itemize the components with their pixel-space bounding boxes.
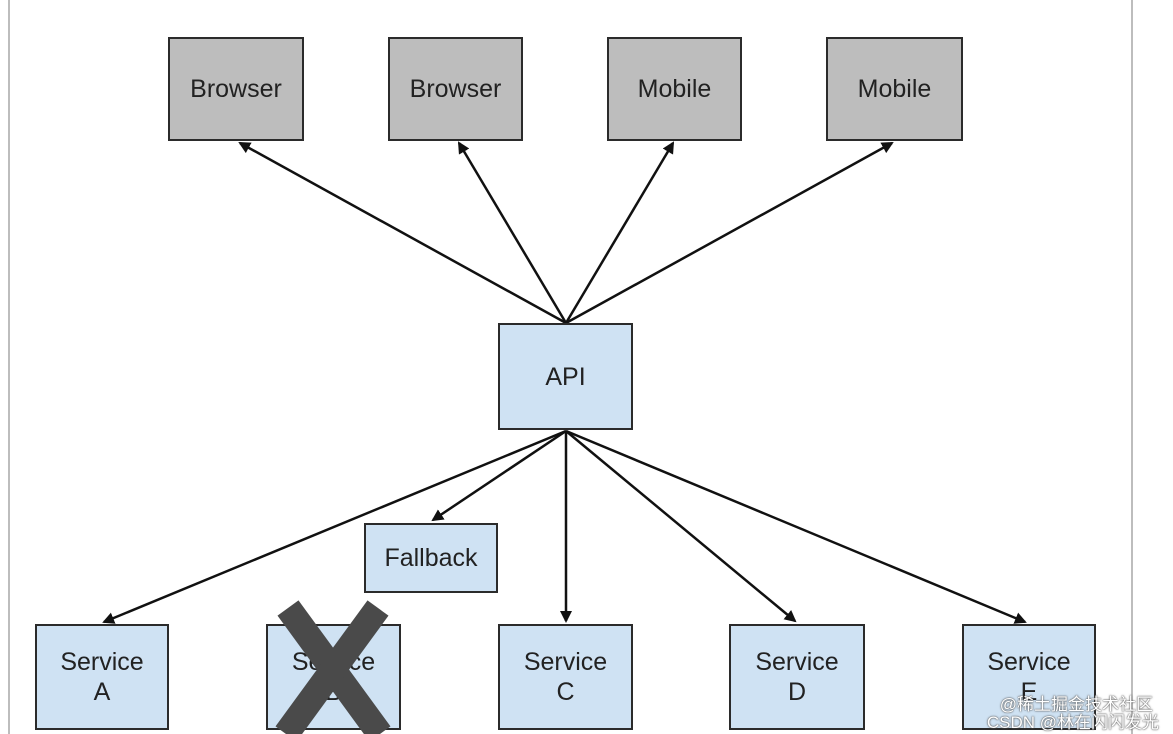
service-a-node: Service A [35, 624, 169, 730]
fallback-node: Fallback [364, 523, 498, 593]
mobile-node-1: Mobile [607, 37, 742, 141]
failure-x-icon [275, 600, 391, 734]
edge-api-service-e [565, 429, 1027, 624]
browser-node-1-label: Browser [190, 75, 282, 103]
service-e-line2: E [1020, 678, 1038, 706]
browser-node-2-label: Browser [409, 75, 502, 103]
edge-api-fallback [431, 429, 567, 522]
watermark-line2: CSDN @林在闪闪发光 [986, 713, 1159, 732]
api-node-label: API [545, 362, 586, 391]
fallback-node-label: Fallback [384, 544, 478, 572]
mobile-node-1-label: Mobile [637, 75, 712, 103]
edge-api-mobile-2 [565, 141, 894, 325]
watermark-line1: @稀土掘金技术社区 [999, 695, 1153, 714]
mobile-node-2: Mobile [826, 37, 963, 141]
service-d-line1: Service [755, 648, 839, 676]
edge-api-mobile-1 [564, 141, 675, 324]
api-node: API [498, 323, 633, 430]
edge-api-service-d [565, 430, 797, 623]
edge-api-browser-1 [238, 141, 567, 325]
service-a-line1: Service [60, 648, 144, 676]
edge-api-service-a [102, 429, 567, 624]
edge-api-browser-2 [457, 141, 568, 324]
service-c-line1: Service [523, 648, 608, 676]
service-c-line2: C [556, 678, 575, 706]
service-e-line1: Service [987, 648, 1071, 676]
browser-node-1: Browser [168, 37, 304, 141]
browser-node-2: Browser [388, 37, 523, 141]
service-a-line2: A [93, 678, 111, 706]
diagram-frame [8, 0, 1133, 734]
service-c-node: Service C [498, 624, 633, 730]
service-d-line2: D [787, 678, 807, 706]
mobile-node-2-label: Mobile [857, 75, 932, 103]
service-d-node: Service D [729, 624, 865, 730]
service-e-node: Service E [962, 624, 1096, 730]
